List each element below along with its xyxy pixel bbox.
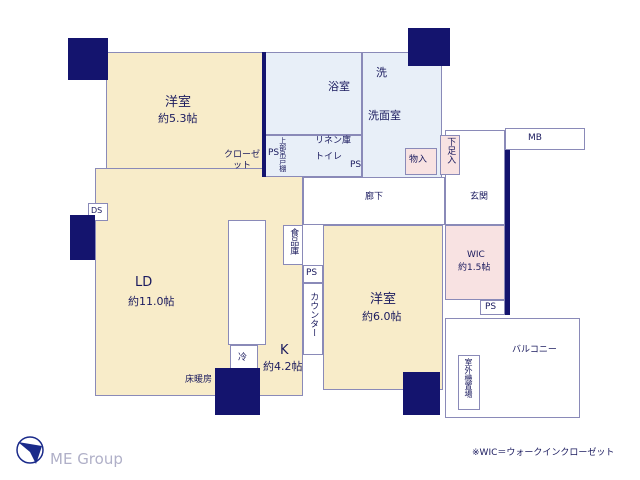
- shoe-cabinet: [440, 135, 460, 175]
- hallway: [303, 177, 445, 225]
- wall: [505, 150, 510, 315]
- ld-area: 約11.0帖: [128, 295, 175, 308]
- ps-wic: [480, 300, 505, 315]
- upper-cabinet-label: 上部吊戸棚: [278, 137, 287, 172]
- floor-heating-label: 床暖房: [185, 375, 213, 385]
- ps-label: PS: [306, 268, 318, 278]
- footnote: ※WIC＝ウォークインクローゼット: [472, 448, 615, 458]
- bird-logo-icon: [16, 436, 44, 464]
- storage-label: 物入: [409, 155, 428, 165]
- wall: [70, 215, 95, 260]
- hall-label: 廊下: [365, 192, 384, 202]
- pantry-label: 食品庫: [288, 228, 299, 255]
- wall: [408, 28, 450, 66]
- room-ld: [95, 168, 303, 396]
- ps-label: PS: [485, 302, 497, 312]
- ps-label: PS: [350, 160, 362, 170]
- western1-name: 洋室: [165, 95, 192, 110]
- ac-unit-label: 室外機置場: [464, 358, 473, 398]
- kitchen-name: K: [280, 343, 289, 358]
- wall: [262, 52, 266, 177]
- wall: [403, 372, 440, 415]
- logo-text: ME Group: [50, 450, 123, 468]
- western2-name: 洋室: [370, 292, 397, 307]
- room-western-1: [106, 52, 264, 170]
- ps-label: PS: [268, 148, 280, 158]
- washroom-label: 洗面室: [368, 109, 401, 122]
- storage: [405, 148, 437, 175]
- kitchen-counter: [228, 220, 266, 345]
- ps-kitchen: [303, 265, 323, 283]
- ld-name: LD: [135, 275, 153, 290]
- western1-area: 約5.3帖: [158, 112, 198, 125]
- mb-box: [505, 128, 585, 150]
- wall: [215, 368, 260, 415]
- fridge-label: 冷: [238, 353, 248, 363]
- counter-label: カウンター: [308, 292, 319, 337]
- western2-area: 約6.0帖: [362, 310, 402, 323]
- counter: [303, 283, 323, 355]
- toilet-label: トイレ: [315, 152, 343, 162]
- kitchen-area: 約4.2帖: [263, 360, 303, 373]
- closet-label: クローゼット: [224, 150, 261, 172]
- pantry: [283, 225, 303, 265]
- entrance-label: 玄関: [470, 192, 489, 202]
- linen-label: リネン庫: [315, 136, 352, 146]
- wall: [68, 38, 108, 80]
- shoe-label: 下足入: [445, 137, 456, 164]
- ds-label: DS: [91, 206, 103, 215]
- wic-area: 約1.5帖: [458, 263, 491, 273]
- wic-name: WIC: [467, 250, 485, 260]
- room-toilet: [265, 135, 362, 177]
- balcony-label: バルコニー: [512, 345, 557, 355]
- room-western-2: [323, 225, 443, 390]
- bath-label: 浴室: [328, 80, 350, 93]
- logo: [14, 430, 44, 474]
- washer-label: 洗: [376, 66, 387, 79]
- wic: [445, 225, 505, 300]
- ac-unit-space: [458, 355, 480, 410]
- mb-label: MB: [528, 133, 542, 143]
